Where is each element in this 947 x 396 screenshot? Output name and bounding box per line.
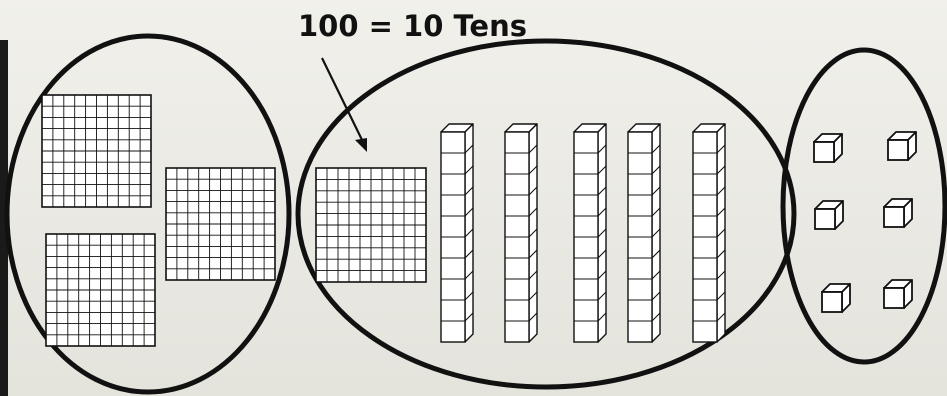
title-label: 100 = 10 Tens [298,9,527,43]
hundred-flat [315,167,427,283]
unit-cube [821,283,851,313]
ten-rod [440,123,474,343]
ones-group-outline [780,47,947,365]
unit-cube [814,200,844,230]
arrow-icon [321,57,367,152]
unit-cube [813,133,843,163]
unit-cube [883,279,913,309]
hundreds-group-outline [4,33,292,395]
unit-cube [883,198,913,228]
ten-rod [504,123,538,343]
page-edge [0,40,8,396]
ten-rod [627,123,661,343]
ten-rod [573,123,607,343]
hundred-flat [45,233,156,347]
hundred-flat [165,167,276,281]
hundred-flat [41,94,152,208]
regroup-group-outline [295,38,797,390]
ten-rod [692,123,726,343]
unit-cube [887,131,917,161]
